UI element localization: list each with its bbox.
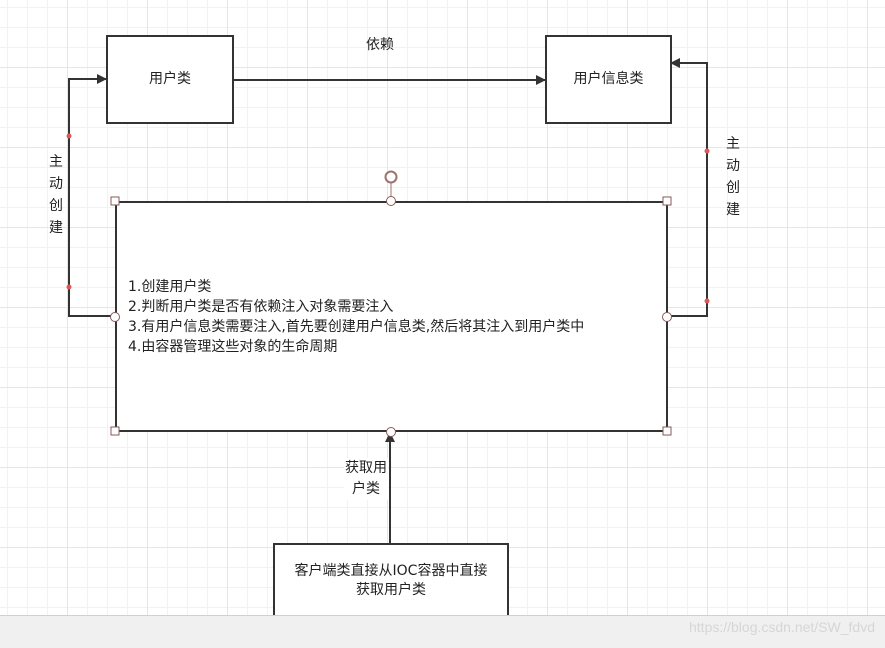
edge-waypoint xyxy=(66,133,72,139)
client-class-node[interactable]: 客户端类直接从IOC容器中直接获取用户类 xyxy=(273,543,509,619)
container-step: 3.有用户信息类需要注入,首先要创建用户信息类,然后将其注入到用户类中 xyxy=(128,319,585,335)
create-right-label: 主动创建 xyxy=(726,136,740,218)
create-left-edge xyxy=(68,74,115,317)
client-class-label: 客户端类直接从IOC容器中直接获取用户类 xyxy=(294,563,488,598)
create-right-edge xyxy=(667,58,708,317)
rotate-handle[interactable] xyxy=(384,170,398,184)
edge-waypoint xyxy=(704,148,710,154)
user-class-label: 用户类 xyxy=(149,71,191,87)
create-left-label: 主动创建 xyxy=(49,154,63,236)
container-step: 4.由容器管理这些对象的生命周期 xyxy=(128,339,338,355)
container-step: 2.判断用户类是否有依赖注入对象需要注入 xyxy=(128,299,394,315)
depends-label: 依赖 xyxy=(366,37,394,53)
user-class-node[interactable]: 用户类 xyxy=(106,35,234,124)
ioc-container-node[interactable] xyxy=(115,201,668,432)
get-user-label: 获取用户类 xyxy=(344,458,388,500)
user-info-class-node[interactable]: 用户信息类 xyxy=(545,35,672,124)
edge-waypoint xyxy=(66,284,72,290)
watermark: https://blog.csdn.net/SW_fdvd xyxy=(689,619,875,635)
bottom-bar xyxy=(0,615,885,648)
container-steps: 1.创建用户类 2.判断用户类是否有依赖注入对象需要注入 3.有用户信息类需要注… xyxy=(128,277,584,357)
user-info-class-label: 用户信息类 xyxy=(573,71,644,87)
container-step: 1.创建用户类 xyxy=(128,279,212,295)
edge-waypoint xyxy=(704,298,710,304)
